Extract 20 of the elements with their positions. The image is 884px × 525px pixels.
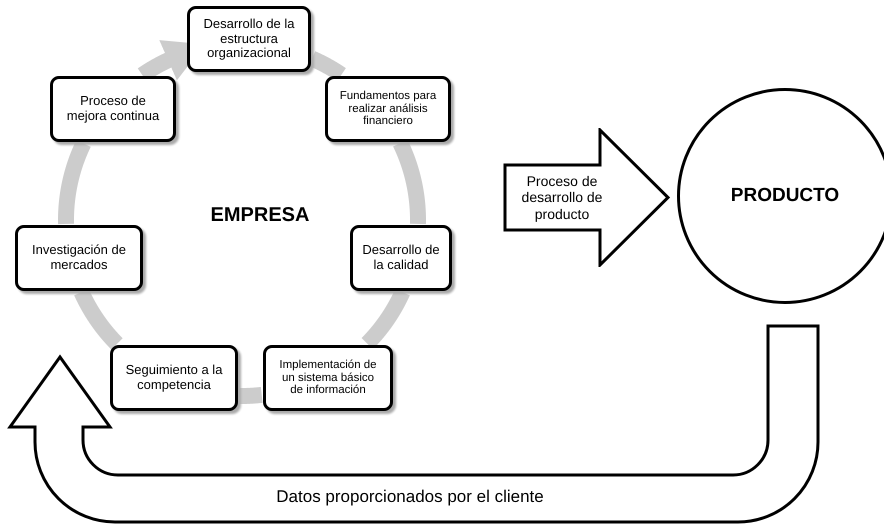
step-label: Proceso de mejora continua: [66, 94, 160, 124]
step-label: Seguimiento a la competencia: [124, 363, 224, 393]
block-arrow: [503, 128, 671, 267]
arrow-label: Proceso de desarrollo de producto: [520, 173, 604, 222]
step-label: Desarrollo de la calidad: [361, 243, 441, 273]
product-label: PRODUCTO: [730, 185, 840, 207]
step-box: [325, 76, 451, 142]
step-box: [350, 225, 452, 291]
step-label: Implementación de un sistema básico de información: [278, 358, 378, 398]
step-label: Fundamentos para realizar análisis financiero: [338, 90, 438, 128]
step-label: Investigación de mercados: [31, 243, 127, 273]
center-label: EMPRESA: [195, 200, 325, 230]
step-box: [187, 6, 311, 72]
step-box: [50, 76, 176, 142]
step-label: Desarrollo de la estructura organizacional: [202, 17, 296, 61]
step-box: [15, 225, 143, 291]
step-box: [110, 345, 238, 411]
block-arrow: [8, 324, 820, 524]
step-box: [263, 345, 393, 411]
edge-label: Datos proporcionados por el cliente: [275, 487, 545, 507]
